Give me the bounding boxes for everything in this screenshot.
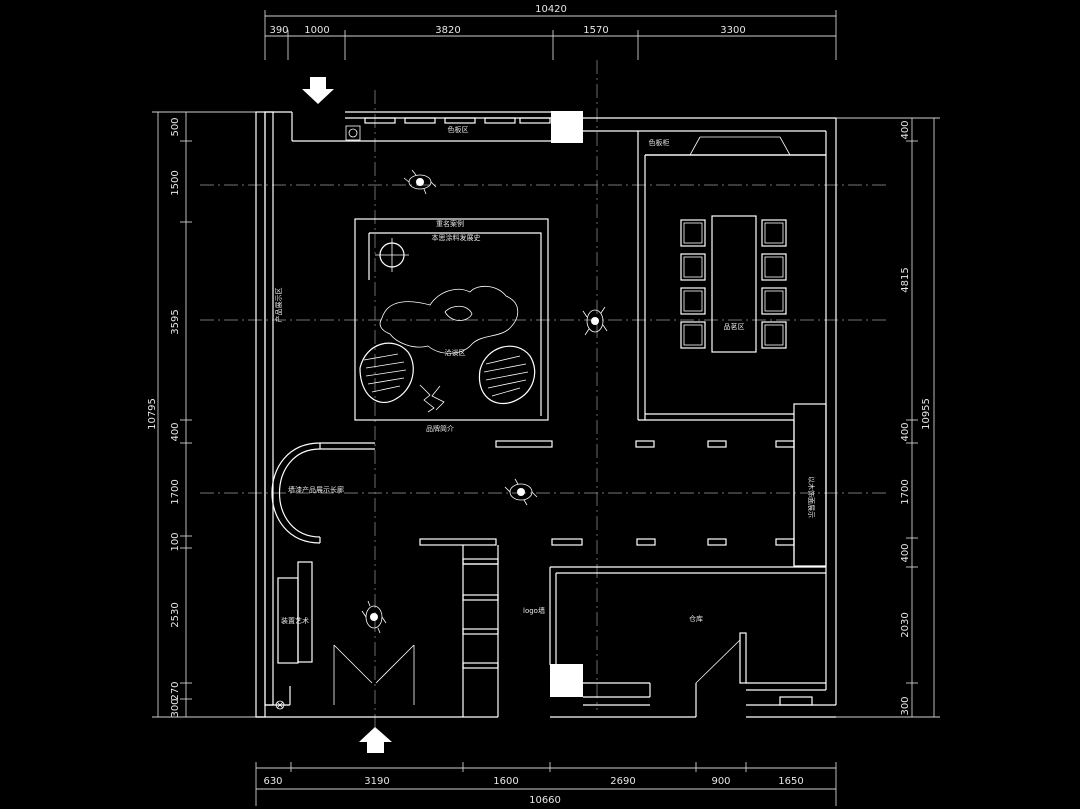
- plant-icon: [419, 384, 445, 413]
- label-color-board-area: 色板区: [448, 125, 469, 134]
- dim-top-5: 3300: [720, 25, 745, 36]
- fixture-icon: [275, 700, 285, 710]
- installation-art: 装置艺术: [277, 561, 313, 664]
- entrance-arrow-top-icon: [302, 77, 334, 104]
- person-icon: [403, 169, 437, 195]
- dim-left-7: 2530: [170, 602, 181, 627]
- dim-left-1: 500: [170, 117, 181, 136]
- dim-top-total: 10420: [535, 4, 567, 15]
- label-honor-cases: 重名案例: [436, 219, 464, 228]
- dim-left-5: 1700: [170, 479, 181, 504]
- label-tasting-area: 品茗区: [724, 322, 745, 331]
- tasting-area: 色板柜 品茗区: [637, 130, 826, 421]
- entrance-arrow-bottom-icon: [359, 727, 392, 753]
- dim-right-4: 1700: [900, 479, 911, 504]
- armchair-right-icon: [478, 345, 536, 404]
- dim-top-1: 390: [269, 25, 288, 36]
- label-product-display-area: 产品展示区: [274, 288, 283, 323]
- dim-left-total: 10795: [147, 398, 158, 430]
- label-brand-intro: 品牌简介: [426, 424, 454, 433]
- label-history: 本思涂料发展史: [432, 233, 481, 242]
- dim-bottom-5: 900: [711, 776, 730, 787]
- dim-bottom-1: 630: [263, 776, 282, 787]
- dim-left-3: 3595: [170, 309, 181, 334]
- armchair-left-icon: [359, 342, 414, 404]
- dim-right-6: 2030: [900, 612, 911, 637]
- dim-left-9: 300: [170, 698, 181, 717]
- dim-right-total: 10955: [921, 398, 932, 430]
- column-top: [551, 111, 583, 143]
- logo-wall: logo墙: [462, 545, 545, 717]
- dim-top-2: 1000: [304, 25, 329, 36]
- dim-bottom-6: 1650: [778, 776, 803, 787]
- product-display-wall: 产品展示区: [264, 111, 283, 706]
- label-warehouse: 仓库: [689, 614, 703, 623]
- dim-right-2: 4815: [900, 267, 911, 292]
- entry-doors: [333, 644, 415, 705]
- dim-left-2: 1500: [170, 170, 181, 195]
- label-installation-art: 装置艺术: [281, 616, 309, 625]
- label-vertical-display: 以木饰面展示: [807, 476, 816, 518]
- dim-bottom-3: 1600: [493, 776, 518, 787]
- person-icon: [582, 306, 608, 336]
- dim-bottom-4: 2690: [610, 776, 635, 787]
- dim-right-3: 400: [900, 422, 911, 441]
- dim-left-6: 100: [170, 532, 181, 551]
- dim-left-4: 400: [170, 422, 181, 441]
- dim-right-5: 400: [900, 543, 911, 562]
- tea-table: [711, 215, 757, 353]
- dim-right-1: 400: [900, 120, 911, 139]
- dim-left-8: 270: [170, 681, 181, 700]
- axis-lines: [200, 60, 890, 740]
- negotiation-area: 重名案例 本思涂料发展史 洽谈区 品牌简介: [354, 218, 549, 433]
- label-logo-wall: logo墙: [523, 606, 545, 615]
- warehouse: 仓库: [549, 566, 826, 698]
- dimension-lines: [152, 10, 940, 806]
- dimension-texts: 10420 390 1000 3820 1570 3300 10660 630 …: [147, 4, 932, 806]
- label-long-corridor: 墙漆产品展示长廊: [288, 485, 344, 494]
- sofa-icon: [379, 286, 519, 354]
- dim-bottom-total: 10660: [529, 795, 561, 806]
- column-bottom: [550, 664, 583, 697]
- label-color-board-cabinet: 色板柜: [649, 138, 670, 147]
- cabinet-box: [345, 125, 361, 141]
- dim-top-3: 3820: [435, 25, 460, 36]
- person-icon: [361, 600, 387, 634]
- display-corridor: 墙漆产品展示长廊 以木饰面展示: [271, 403, 827, 567]
- person-icon: [504, 478, 538, 506]
- dim-top-4: 1570: [583, 25, 608, 36]
- dim-right-7: 300: [900, 696, 911, 715]
- dim-bottom-2: 3190: [364, 776, 389, 787]
